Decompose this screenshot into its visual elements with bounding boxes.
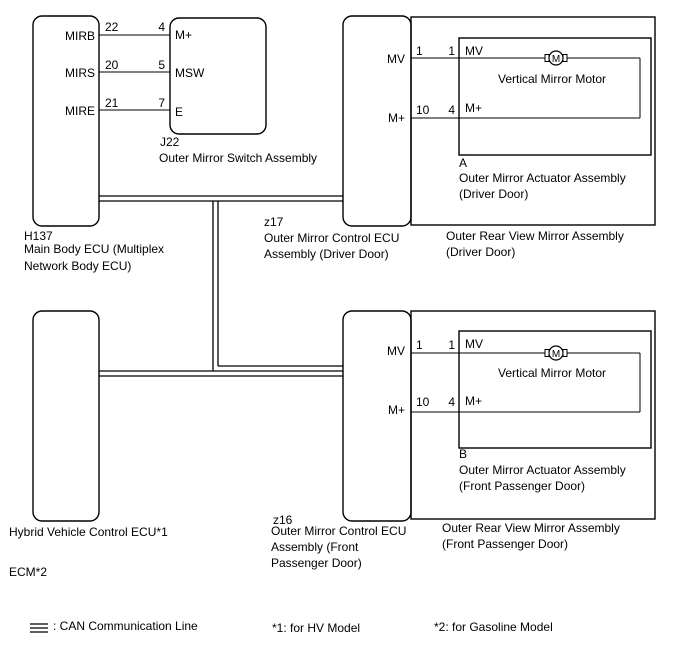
ecm-name: ECM*2 <box>9 565 47 579</box>
pin-label: 4 <box>448 103 455 117</box>
can-bus-lines <box>99 195 343 377</box>
gasoline-model-note: *2: for Gasoline Model <box>434 620 553 634</box>
terminal-mv: MV <box>465 44 483 58</box>
passenger-mirror-assembly-box <box>410 310 656 520</box>
pin-label: 10 <box>416 395 430 409</box>
main-body-ecu-name: Main Body ECU (Multiplex <box>24 242 164 256</box>
pin-label: 4 <box>448 395 455 409</box>
driver-actuator-name: Outer Mirror Actuator Assembly <box>459 171 626 185</box>
passenger-motor-icon: M <box>544 345 568 361</box>
hv-model-note: *1: for HV Model <box>272 621 360 635</box>
can-line-legend-icon <box>30 623 48 633</box>
terminal-m-plus: M+ <box>465 394 482 408</box>
passenger-motor-label: Vertical Mirror Motor <box>498 366 606 380</box>
mirror-switch-name: Outer Mirror Switch Assembly <box>159 151 317 165</box>
driver-assembly-name: (Driver Door) <box>446 245 515 259</box>
driver-motor-symbol: M <box>552 54 560 65</box>
driver-actuator-box <box>458 37 652 156</box>
passenger-ecu-name: Passenger Door) <box>271 556 362 570</box>
terminal-mv: MV <box>387 344 405 358</box>
driver-actuator-name: (Driver Door) <box>459 187 528 201</box>
passenger-actuator-code: B <box>459 447 467 461</box>
main-body-ecu-code: H137 <box>24 229 53 243</box>
terminal-mv: MV <box>387 52 405 66</box>
passenger-assembly-name: (Front Passenger Door) <box>442 537 568 551</box>
pin-label: 22 <box>105 20 119 34</box>
mirror-switch-box <box>169 17 267 135</box>
pin-label: 1 <box>448 338 455 352</box>
driver-assembly-name: Outer Rear View Mirror Assembly <box>446 229 624 243</box>
driver-ecu-name: Assembly (Driver Door) <box>264 247 389 261</box>
mirror-switch-code: J22 <box>160 135 180 149</box>
pin-label: 10 <box>416 103 430 117</box>
terminal-m-plus: M+ <box>465 101 482 115</box>
passenger-actuator-name: Outer Mirror Actuator Assembly <box>459 463 626 477</box>
main-body-ecu-box <box>32 15 100 227</box>
terminal-mire: MIRE <box>65 104 95 118</box>
main-body-ecu-name: Network Body ECU) <box>24 259 131 273</box>
passenger-actuator-name: (Front Passenger Door) <box>459 479 585 493</box>
pin-label: 20 <box>105 58 119 72</box>
driver-motor-icon: M <box>544 50 568 66</box>
terminal-mv: MV <box>465 337 483 351</box>
driver-motor-label: Vertical Mirror Motor <box>498 72 606 86</box>
pin-label: 1 <box>416 338 423 352</box>
driver-ecu-code: z17 <box>264 215 284 229</box>
driver-mirror-wires <box>411 57 641 119</box>
passenger-mirror-wires <box>411 352 641 413</box>
passenger-ecu-name: Assembly (Front <box>271 540 359 554</box>
pin-label: 21 <box>105 96 119 110</box>
hybrid-ecu-name: Hybrid Vehicle Control ECU*1 <box>9 525 168 539</box>
terminal-msw: MSW <box>175 66 205 80</box>
hybrid-ecu-box <box>32 310 100 522</box>
driver-mirror-assembly-box <box>410 16 656 226</box>
can-line-legend-text: : CAN Communication Line <box>53 619 198 633</box>
passenger-assembly-name: Outer Rear View Mirror Assembly <box>442 521 620 535</box>
terminal-m-plus: M+ <box>388 111 405 125</box>
pin-label: 5 <box>158 58 165 72</box>
pin-label: 1 <box>448 44 455 58</box>
pin-label: 4 <box>158 20 165 34</box>
pin-label: 1 <box>416 44 423 58</box>
terminal-m-plus: M+ <box>388 403 405 417</box>
terminal-mirb: MIRB <box>65 29 95 43</box>
terminal-mirs: MIRS <box>65 66 95 80</box>
terminal-m-plus: M+ <box>175 28 192 42</box>
passenger-motor-symbol: M <box>552 349 560 360</box>
terminal-e: E <box>175 105 183 119</box>
pin-label: 7 <box>158 96 165 110</box>
driver-ecu-name: Outer Mirror Control ECU <box>264 231 399 245</box>
body-to-switch-wires <box>99 34 170 111</box>
passenger-actuator-box <box>458 330 652 449</box>
driver-actuator-code: A <box>459 156 467 170</box>
passenger-ecu-code: z16 <box>273 513 293 527</box>
passenger-ecu-name: Outer Mirror Control ECU <box>271 524 406 538</box>
